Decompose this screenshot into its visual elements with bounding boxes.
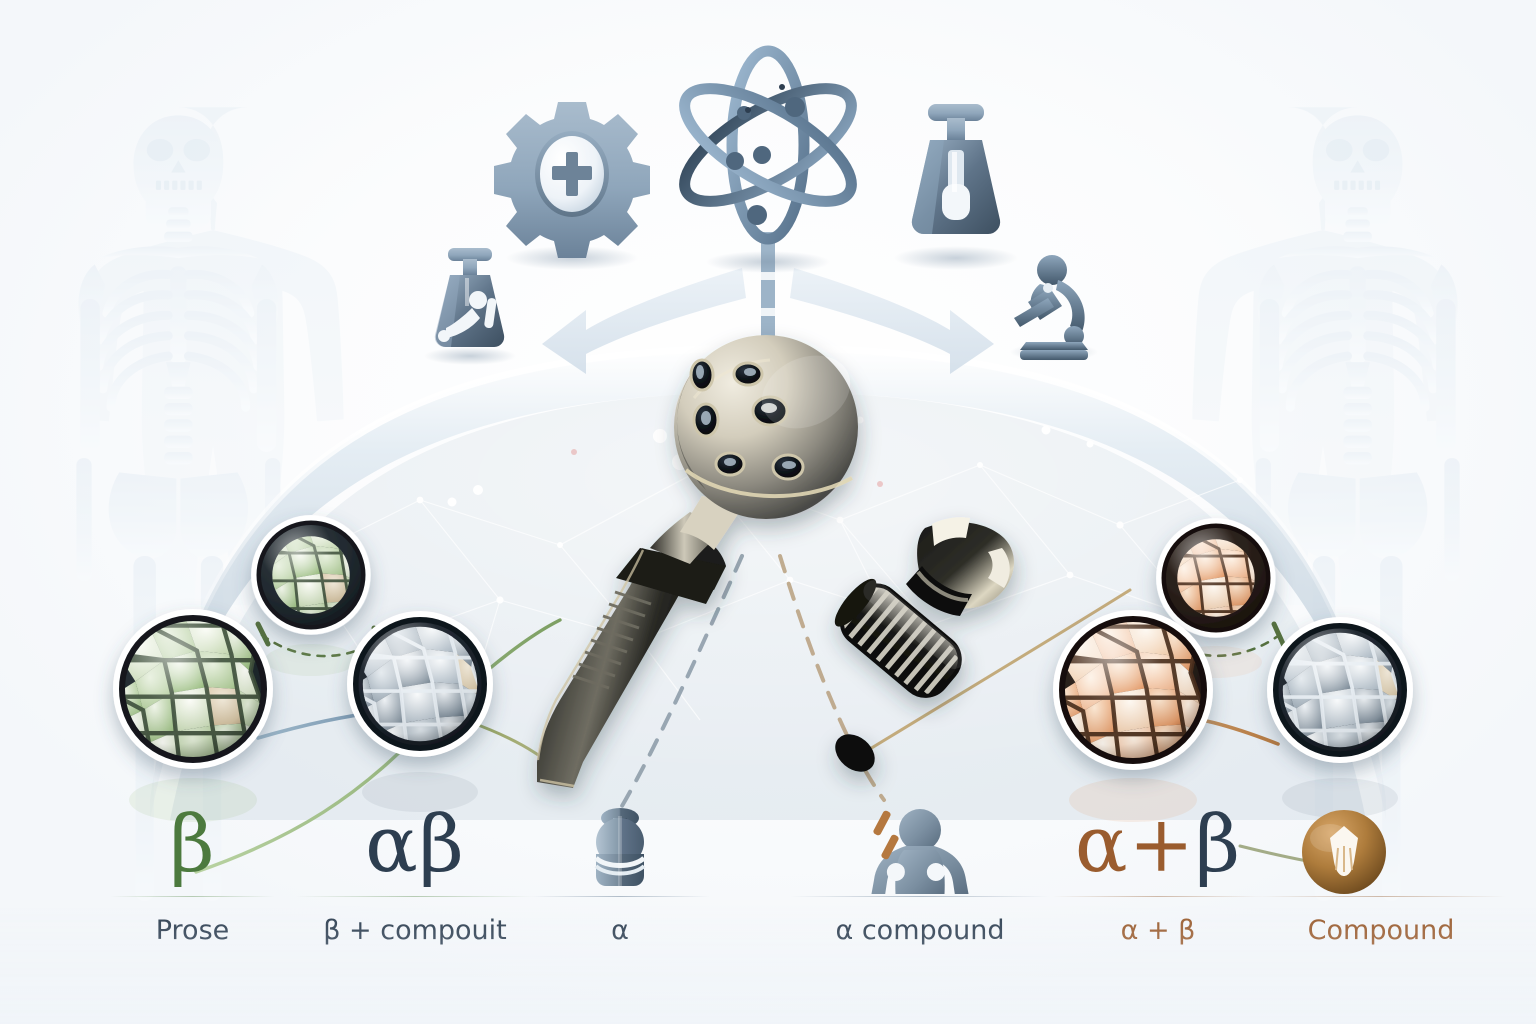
- legend-divider: [110, 896, 275, 897]
- vial-stand-icon: [911, 104, 1001, 235]
- arrow-left: [542, 268, 746, 374]
- legend-caption-alpha-plus-beta: α + β: [1120, 915, 1196, 946]
- legend-caption-beta-compouit: β + compouit: [323, 915, 507, 946]
- legend-divider: [1052, 896, 1264, 897]
- symbol-alpha: α: [1074, 800, 1129, 890]
- connector-micro-tick-left-a: [255, 621, 271, 647]
- connector-dental-dashed: [778, 554, 886, 802]
- flask-person-icon: [434, 248, 505, 348]
- legend-caption-alpha: α: [611, 915, 629, 946]
- connector-hip-dashed: [620, 554, 744, 808]
- legend-item-beta-compouit[interactable]: αβ β + compouit: [295, 806, 535, 946]
- legend-divider: [295, 896, 535, 897]
- torso-icon-slot: [790, 806, 1050, 902]
- microstructure-beta-small[interactable]: [245, 515, 376, 635]
- arrow-right: [790, 268, 994, 374]
- legend-caption-prose: Prose: [155, 915, 230, 946]
- gear-medical-cross-icon: [494, 102, 650, 258]
- microstructure-beta-large[interactable]: [102, 609, 284, 769]
- microstructure-alpha-beta-gray[interactable]: [336, 611, 503, 757]
- legend-symbol-alpha-plus-beta: α+β: [1052, 806, 1264, 884]
- symbol-plus: +: [1128, 800, 1195, 890]
- legend-caption-compound: Compound: [1307, 915, 1455, 946]
- symbol-beta: β: [1194, 800, 1242, 890]
- microscope-icon: [1014, 255, 1088, 360]
- crown-icon-slot: [1256, 806, 1506, 894]
- joint-icon-slot: [530, 806, 710, 894]
- legend-symbol-beta: β: [169, 800, 216, 890]
- legend-item-alpha-plus-beta[interactable]: α+β α + β: [1052, 806, 1264, 946]
- hip-prosthesis[interactable]: [536, 335, 862, 788]
- connector-micro-tick-right-a: [1271, 621, 1287, 649]
- microstructure-alpha-small[interactable]: [1150, 518, 1281, 638]
- legend-divider: [790, 896, 1050, 897]
- tooth-crown-icon: [1302, 810, 1386, 894]
- joint-component-icon: [594, 808, 646, 886]
- legend-item-compound[interactable]: Compound: [1256, 806, 1506, 946]
- legend-divider: [530, 896, 710, 897]
- microstructure-alpha-large[interactable]: [1042, 610, 1224, 770]
- legend-caption-alpha-compound: α compound: [835, 915, 1005, 946]
- connector-dental-olive: [850, 588, 1132, 762]
- dental-implant-screw[interactable]: [827, 517, 1015, 779]
- bottom-legend: β Prose αβ β + compouit: [0, 806, 1536, 1024]
- legend-symbol-alpha-beta: αβ: [365, 800, 465, 890]
- legend-divider: [1256, 896, 1506, 897]
- microstructure-gray-right[interactable]: [1256, 617, 1423, 763]
- legend-item-alpha-compound[interactable]: α compound: [790, 806, 1050, 946]
- human-torso-icon: [870, 809, 970, 902]
- legend-item-prose[interactable]: β Prose: [110, 806, 275, 946]
- legend-item-alpha-joint[interactable]: α: [530, 806, 710, 946]
